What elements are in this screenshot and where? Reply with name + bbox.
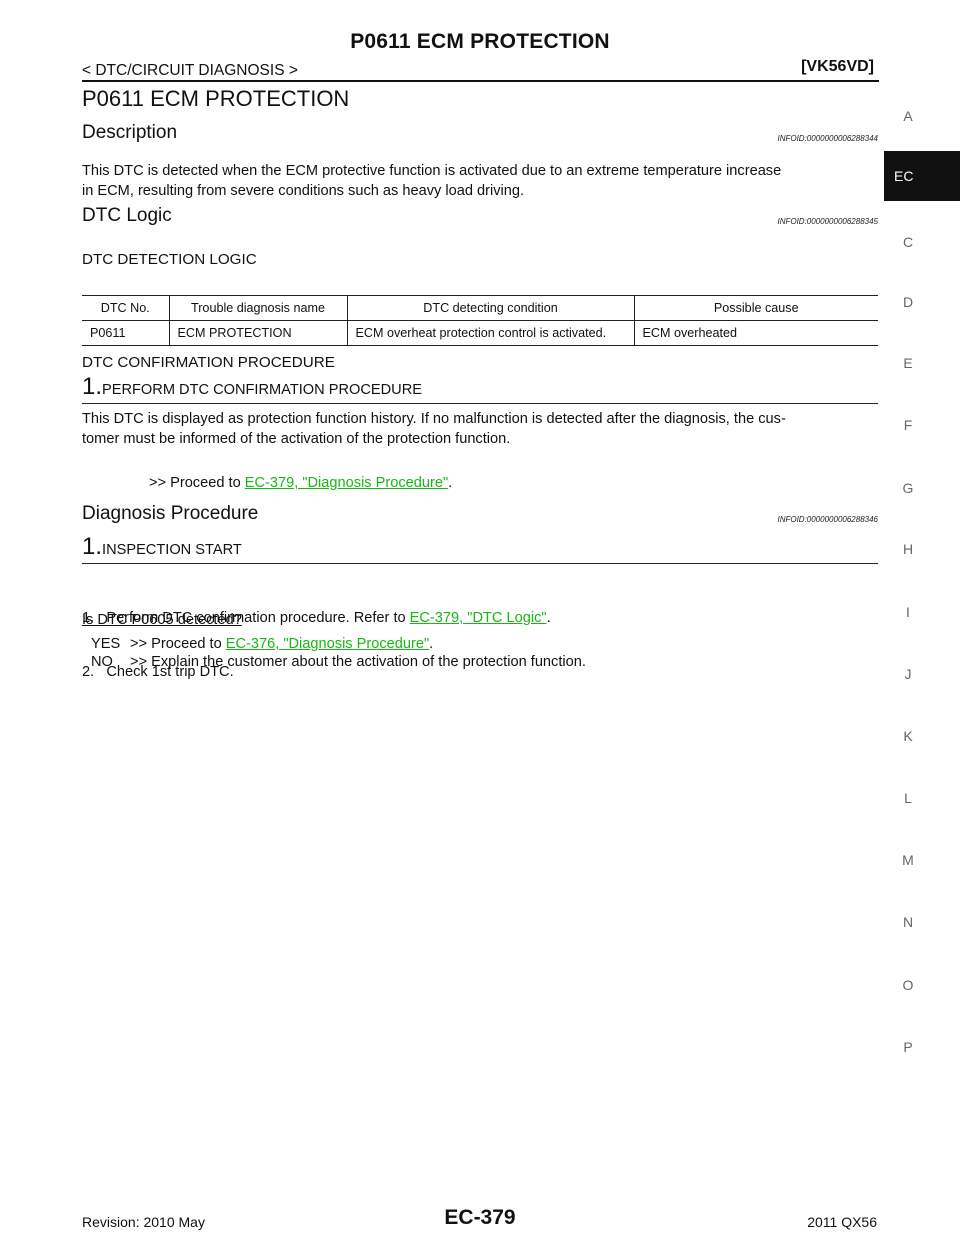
sidebar-letter-p[interactable]: P bbox=[903, 1039, 913, 1055]
step-number: 1. bbox=[82, 373, 103, 400]
list-item: 2. Check 1st trip DTC. bbox=[82, 664, 234, 680]
no-key: NO bbox=[91, 654, 113, 670]
diagnosis-procedure-link[interactable]: EC-379, "Diagnosis Procedure" bbox=[244, 475, 449, 491]
description-heading: Description bbox=[82, 122, 178, 143]
running-header-title: P0611 ECM PROTECTION bbox=[350, 30, 610, 53]
sidebar-letter-h[interactable]: H bbox=[902, 541, 914, 557]
yes-diagnosis-link[interactable]: EC-376, "Diagnosis Procedure" bbox=[225, 636, 430, 652]
table-header-cell: Possible cause bbox=[633, 295, 878, 321]
page-title: P0611 ECM PROTECTION bbox=[82, 86, 350, 111]
sidebar-letter-g[interactable]: G bbox=[902, 480, 914, 496]
question-label: Is DTC P0605 detected? bbox=[82, 612, 242, 628]
proceed-line: >> Proceed to EC-379, "Diagnosis Procedu… bbox=[149, 475, 452, 491]
proceed-suffix: . bbox=[448, 475, 453, 491]
sidebar-letter-e[interactable]: E bbox=[903, 355, 913, 371]
sidebar-letter-o[interactable]: O bbox=[902, 977, 914, 993]
sidebar-letter-i[interactable]: I bbox=[906, 604, 910, 620]
description-infoid: INFOID:0000000006288344 bbox=[777, 134, 878, 143]
sidebar-letter-k[interactable]: K bbox=[903, 728, 913, 744]
diagnosis-procedure-infoid: INFOID:0000000006288346 bbox=[777, 515, 878, 524]
dtc-logic-heading: DTC Logic bbox=[82, 205, 172, 226]
header-divider bbox=[82, 80, 879, 82]
dtc-logic-link[interactable]: EC-379, "DTC Logic" bbox=[409, 610, 547, 626]
table-header-cell: DTC detecting condition bbox=[346, 295, 634, 321]
table-header-cell: Trouble diagnosis name bbox=[168, 295, 347, 321]
sidebar-tab-ec[interactable]: EC bbox=[884, 151, 960, 201]
sidebar-letter-c[interactable]: C bbox=[902, 234, 914, 250]
confirmation-step-text: This DTC is displayed as protection func… bbox=[82, 409, 878, 449]
step-title: PERFORM DTC CONFIRMATION PROCEDURE bbox=[102, 382, 422, 398]
table-cell-cause: ECM overheated bbox=[633, 320, 878, 346]
dtc-table-header-row: DTC No. Trouble diagnosis name DTC detec… bbox=[82, 295, 878, 321]
table-cell-condition: ECM overheat protection control is activ… bbox=[346, 320, 634, 346]
item1-suffix: . bbox=[546, 610, 551, 626]
description-line-1: This DTC is detected when the ECM protec… bbox=[82, 163, 782, 179]
footer-model-year: 2011 QX56 bbox=[807, 1214, 877, 1230]
dtc-table: DTC No. Trouble diagnosis name DTC detec… bbox=[82, 295, 878, 346]
sidebar-letter-j[interactable]: J bbox=[904, 666, 912, 682]
step-title: INSPECTION START bbox=[102, 542, 242, 558]
no-text: >> Explain the customer about the activa… bbox=[130, 654, 586, 670]
model-code: [VK56VD] bbox=[801, 58, 874, 75]
inspection-items: 1. Perform DTC confirmation procedure. R… bbox=[82, 573, 551, 699]
yes-key: YES bbox=[91, 636, 121, 652]
sidebar-letter-m[interactable]: M bbox=[902, 852, 914, 868]
table-cell-diagnosis-name: ECM PROTECTION bbox=[168, 320, 347, 346]
sidebar-letter-f[interactable]: F bbox=[903, 417, 913, 433]
yes-suffix: . bbox=[429, 636, 434, 652]
confirmation-line-2: tomer must be informed of the activation… bbox=[82, 431, 511, 447]
breadcrumb: < DTC/CIRCUIT DIAGNOSIS > bbox=[82, 62, 298, 79]
confirmation-line-1: This DTC is displayed as protection func… bbox=[82, 411, 786, 427]
answer-no: NO >> Explain the customer about the acti… bbox=[91, 654, 586, 670]
yes-prefix: >> Proceed to bbox=[130, 636, 226, 652]
item1-prefix: 1. Perform DTC confirmation procedure. R… bbox=[82, 610, 410, 626]
table-cell-dtc-no: P0611 bbox=[82, 320, 169, 346]
sidebar-letter-d[interactable]: D bbox=[902, 294, 914, 310]
footer-page-number: EC-379 bbox=[444, 1206, 516, 1229]
proceed-prefix: >> Proceed to bbox=[149, 475, 245, 491]
sidebar-letter-a[interactable]: A bbox=[903, 108, 913, 124]
dtc-logic-infoid: INFOID:0000000006288345 bbox=[777, 217, 878, 226]
footer-revision: Revision: 2010 May bbox=[82, 1214, 205, 1230]
inspection-step-header: 1.INSPECTION START bbox=[82, 533, 878, 564]
description-line-2: in ECM, resulting from severe conditions… bbox=[82, 183, 525, 199]
answer-yes: YES >> Proceed to EC-376, "Diagnosis Proc… bbox=[91, 636, 433, 652]
diagnosis-procedure-heading: Diagnosis Procedure bbox=[82, 503, 259, 524]
list-item: 1. Perform DTC confirmation procedure. R… bbox=[82, 609, 551, 627]
description-text: This DTC is detected when the ECM protec… bbox=[82, 161, 878, 201]
sidebar-letter-l[interactable]: L bbox=[904, 790, 912, 806]
table-header-cell: DTC No. bbox=[82, 295, 169, 321]
table-row: P0611 ECM PROTECTION ECM overheat protec… bbox=[82, 320, 878, 346]
sidebar-letter-n[interactable]: N bbox=[902, 914, 914, 930]
confirmation-step-header: 1.PERFORM DTC CONFIRMATION PROCEDURE bbox=[82, 373, 878, 404]
dtc-detection-logic-label: DTC DETECTION LOGIC bbox=[82, 251, 257, 268]
dtc-confirmation-label: DTC CONFIRMATION PROCEDURE bbox=[82, 354, 335, 371]
step-number: 1. bbox=[82, 533, 103, 560]
